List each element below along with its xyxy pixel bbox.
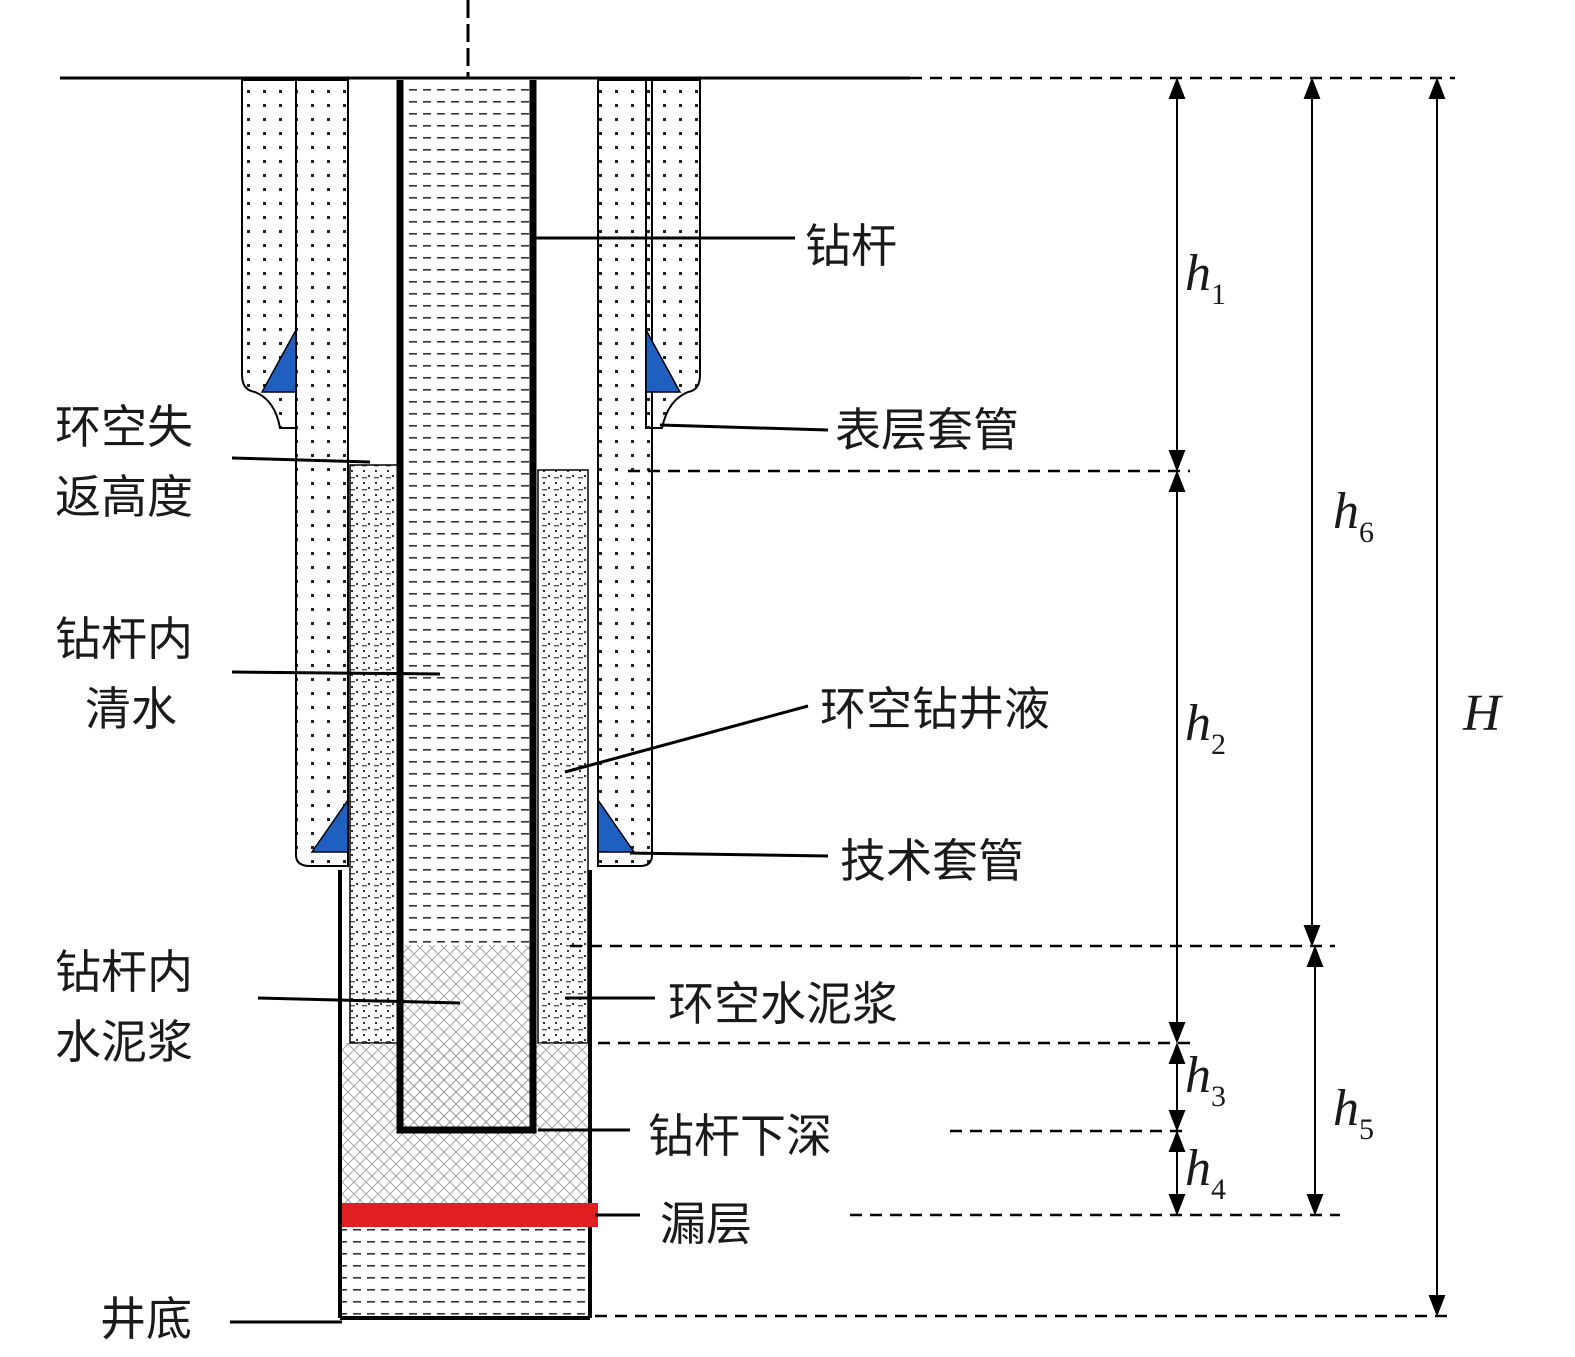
reference-lines xyxy=(570,76,1455,1318)
ground-surface xyxy=(60,0,910,80)
open-hole xyxy=(338,870,592,1320)
arrow-h4 xyxy=(1168,1130,1186,1216)
arrow-H xyxy=(1428,77,1446,1317)
label-water-in-pipe-1: 钻杆内 xyxy=(55,612,193,666)
annulus-drilling-fluid xyxy=(349,464,589,1044)
surface-casing xyxy=(241,79,701,429)
dim-H: H xyxy=(1462,685,1503,742)
diagram-labels: 钻杆 表层套管 环空失 返高度 钻杆内 清水 环空钻井液 技术套管 钻杆内 水泥… xyxy=(55,219,1050,1346)
label-annulus-mud: 环空钻井液 xyxy=(820,682,1050,736)
dim-h1: h1 xyxy=(1185,245,1226,311)
label-annulus-loss-height-1: 环空失 xyxy=(55,400,193,454)
arrow-h2 xyxy=(1168,470,1186,1044)
dim-h3: h3 xyxy=(1185,1047,1226,1113)
dimension-arrows xyxy=(1168,77,1446,1317)
arrow-h3 xyxy=(1168,1042,1186,1132)
label-technical-casing: 技术套管 xyxy=(840,834,1024,888)
label-annulus-loss-height-2: 返高度 xyxy=(55,470,193,524)
label-pipe-depth: 钻杆下深 xyxy=(648,1109,832,1163)
arrow-h5 xyxy=(1306,945,1324,1216)
dim-h5: h5 xyxy=(1333,1080,1374,1146)
arrow-h6 xyxy=(1303,77,1321,947)
leader-lines xyxy=(230,236,829,1324)
dim-h4: h4 xyxy=(1185,1140,1226,1206)
label-water-in-pipe-2: 清水 xyxy=(85,682,177,736)
loss-zone-band xyxy=(342,1203,598,1227)
technical-casing xyxy=(295,79,653,867)
label-cement-in-pipe-1: 钻杆内 xyxy=(55,945,193,999)
dim-h6: h6 xyxy=(1333,483,1374,549)
label-loss-zone: 漏层 xyxy=(660,1197,752,1251)
label-drill-pipe: 钻杆 xyxy=(805,219,897,273)
dimension-symbols: h1 h2 h3 h4 h5 h6 H xyxy=(1185,245,1503,1206)
label-well-bottom: 井底 xyxy=(100,1292,192,1346)
label-surface-casing: 表层套管 xyxy=(835,403,1019,457)
casing-shoe-wedges xyxy=(260,329,682,853)
drill-pipe xyxy=(396,80,537,1134)
dim-h2: h2 xyxy=(1185,695,1226,761)
arrow-h1 xyxy=(1168,77,1186,472)
label-cement-in-pipe-2: 水泥浆 xyxy=(55,1015,193,1069)
label-annulus-cement: 环空水泥浆 xyxy=(668,977,898,1031)
